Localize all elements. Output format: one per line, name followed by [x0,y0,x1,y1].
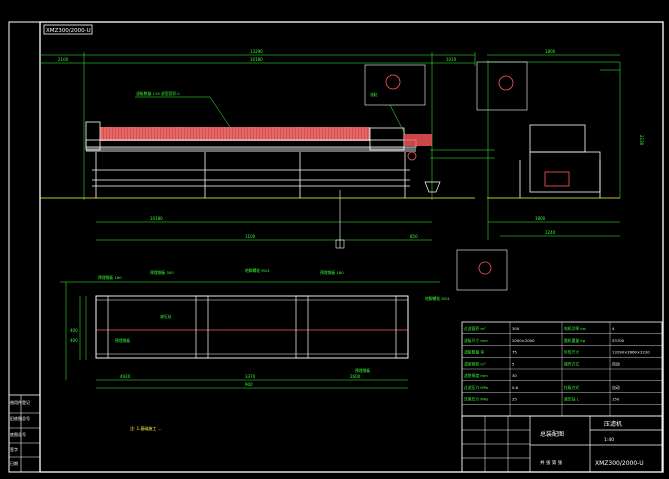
notes-text: 注: 1.基础施工 ... [130,425,162,431]
table-cell: 30 [512,373,517,378]
drawing-name: 总装配图 [540,430,564,438]
callout-plan-bottom1: 预埋钢板 [115,338,130,343]
table-cell: 2000×2000 [512,338,535,343]
table-cell: 滤板尺寸 mm [464,338,488,343]
dim-plan-c: 400 [70,328,78,333]
scale-label: 1:40 [604,437,614,443]
dim-side-bottom: 1800 [535,216,546,221]
sheet-label: 共 张 第 张 [540,459,563,466]
table-cell: 300 [512,326,520,331]
title-tag-text: XMZ300/2000-U [46,28,91,34]
dim-left-end: 2100 [58,57,69,62]
callout-anchor1: 地脚螺栓 M24 [245,268,270,273]
drawing-number: XMZ300/2000-U [595,460,644,467]
callout-plan-bottom2: 预埋钢板 [355,368,370,373]
dim-side-height: 2230 [639,135,644,146]
dim-plan-b: 4920 [120,374,131,379]
dim-overall: 13290 [250,49,263,54]
table-cell: 13290×2660×2230 [612,350,650,355]
table-cell: 自动 [612,361,620,366]
strip-label-0: 借用件登记 [10,399,30,405]
callout-cylinder: 油缸 [370,92,378,97]
dim-bottom-span: 10180 [150,216,163,221]
title-block: 总装配图 压滤机 共 张 第 张 XMZ300/2000-U 1:40 [461,415,663,473]
table-cell: 电机功率 kw [564,326,586,331]
table-cell: 液压站 L [564,397,580,402]
part-name: 压滤机 [604,420,622,428]
table-cell: 75 [512,350,517,355]
table-cell: 53700 [612,338,625,343]
table-cell: 5 [512,361,515,366]
dim-frame-span: 10180 [250,57,263,62]
table-cell: 滤饼厚度 mm [464,373,488,378]
strip-label-2: 底图总号 [10,431,26,437]
tech-table: 过滤面积 m² 300 电机功率 kw 4 滤板尺寸 mm 2000×2000 整机重量 k… [461,321,663,417]
dim-bottom-left: 850 [410,234,418,239]
strip-label-4: 日期 [10,460,18,466]
table-cell: 自动 [612,385,620,390]
foundation-plan: 4920 3370 2600 900 400 400 预埋钢板 180 预埋钢板… [60,268,450,431]
dim-side-total: 1800 [545,49,556,54]
table-cell: 滤室容积 m³ [464,361,486,366]
table-cell: 过滤压力 MPa [464,385,488,390]
callout-plates: 滤板数量:119 滤室容积:2 [136,91,180,96]
title-tag-box: XMZ300/2000-U [43,24,93,35]
dim-plan-d: 3370 [245,374,256,379]
table-cell: 外形尺寸 [564,350,579,355]
strip-label-3: 签字 [10,446,18,452]
front-view: 13290 2100 10180 1010 滤板数量:119 滤室容积:2 [40,49,495,249]
table-cell: 滤板数量 块 [464,350,484,355]
revision-strip: 借用件登记 旧底图总号 底图总号 签字 日期 [8,394,41,473]
table-cell: 整机重量 kg [564,338,586,343]
callout-plan-mid: 预埋钢板 300 [150,270,174,275]
side-view: 1800 2230 1800 1240 [456,49,644,291]
table-cell: 25 [512,397,517,402]
callout-anchor2: 地脚螺栓 M24 [425,296,450,301]
table-cell: 过滤面积 m² [464,326,486,331]
table-cell: 压紧压力 MPa [464,397,488,402]
hydraulic-cylinder [404,134,432,146]
dim-plan-e: 2600 [350,374,361,379]
frame-border [39,21,664,473]
table-cell: 150 [612,397,620,402]
table-cell: 拉板方式 [564,385,579,390]
dim-side-inner: 1240 [545,230,556,235]
dim-plan-f: 400 [70,338,78,343]
callout-hydraulic: 液压站 [160,314,172,319]
dim-right-end: 1010 [446,57,457,62]
table-cell: 0.6 [512,385,519,390]
table-cell: 4 [612,326,615,331]
strip-label-1: 旧底图总号 [10,415,30,421]
dim-plan-a: 900 [245,382,253,387]
callout-plan-left: 预埋钢板 180 [98,275,122,280]
table-cell: 操作方式 [564,361,579,366]
callout-plan-right: 预埋钢板 180 [320,270,344,275]
filter-plate-pack [100,127,370,141]
dim-bottom-mid: 1100 [245,234,256,239]
